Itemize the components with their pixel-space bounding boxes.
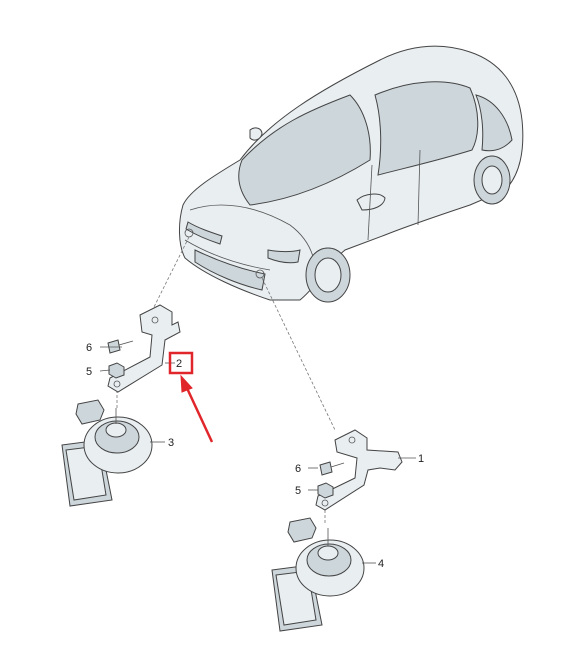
hatchback-car-illustration xyxy=(179,45,524,303)
leader-line-left xyxy=(149,236,190,316)
highlight-box xyxy=(168,351,194,375)
callout-4: 4 xyxy=(378,558,384,570)
horn-illustration-right xyxy=(271,517,365,632)
bolt-right xyxy=(319,461,345,476)
callout-6-right: 6 xyxy=(295,463,301,475)
leader-line-right xyxy=(261,277,336,431)
callout-3: 3 xyxy=(168,437,174,449)
nut-left xyxy=(108,362,125,379)
mounting-bracket-left xyxy=(107,304,181,393)
red-arrow-icon xyxy=(180,374,214,443)
bolt-left xyxy=(107,339,134,354)
horn-illustration-left xyxy=(61,399,153,507)
callout-5-right: 5 xyxy=(295,485,301,497)
callout-2: 2 xyxy=(176,358,182,370)
callout-1: 1 xyxy=(418,453,424,465)
callout-6-left: 6 xyxy=(86,342,92,354)
callout-5-left: 5 xyxy=(86,366,92,378)
nut-right xyxy=(317,482,334,499)
mounting-bracket-right xyxy=(315,429,403,511)
